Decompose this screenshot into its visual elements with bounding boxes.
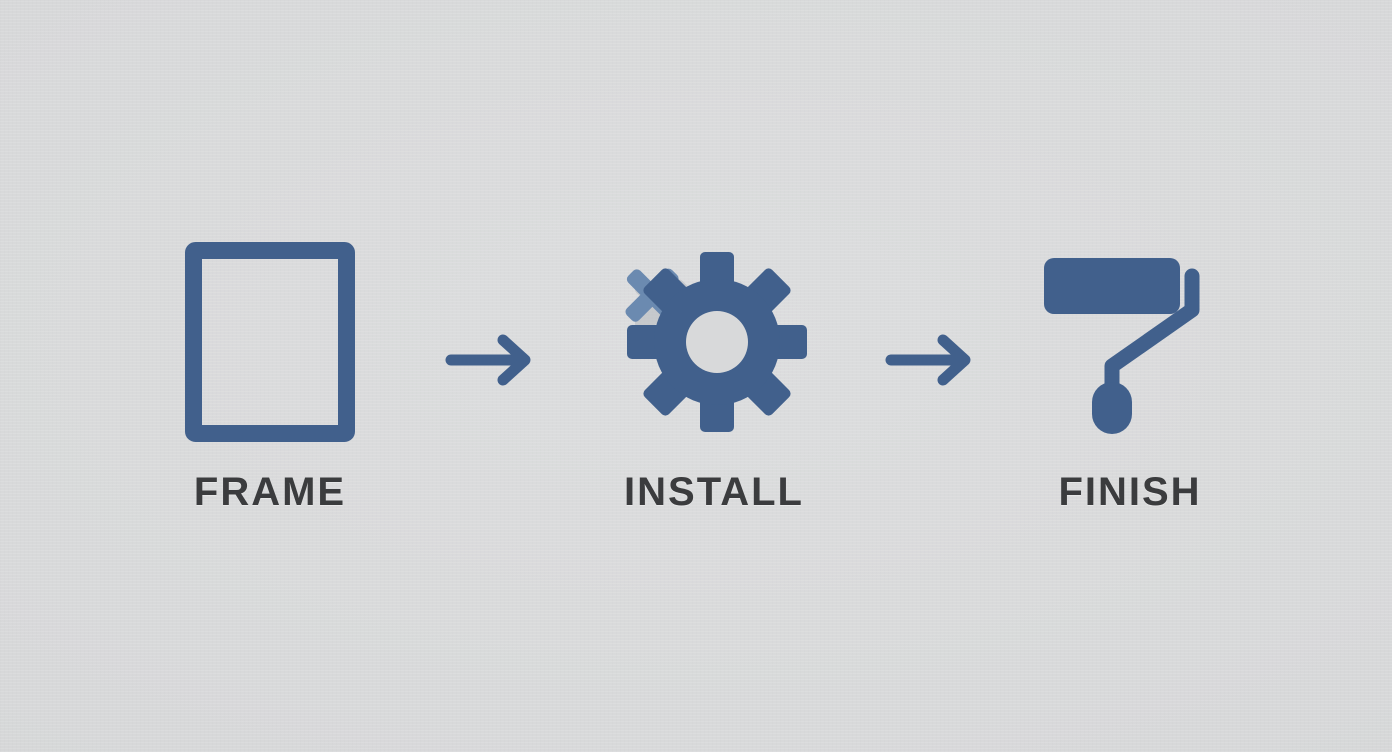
step-install-icon-wrap [584,236,844,448]
roller-handle [1104,268,1200,400]
picture-frame-icon [185,242,355,442]
frame-outline [185,242,355,442]
connector-1 [435,330,555,390]
arrow-right-icon [445,334,531,386]
roller-grip [1092,382,1132,434]
step-finish-label: FINISH [1058,470,1202,514]
gear-body [627,252,807,432]
paint-roller-icon [1044,258,1200,434]
step-install[interactable]: INSTALL [584,236,844,536]
step-finish[interactable]: FINISH [1000,236,1260,536]
step-frame[interactable]: FRAME [140,236,400,536]
gear-hub-hole [686,311,748,373]
step-frame-label: FRAME [193,470,347,514]
gear-with-tools-icon [625,252,807,432]
roller-sleeve [1044,258,1180,314]
arrow-head [497,334,531,386]
arrow-head [937,334,971,386]
arrow-right-icon [885,334,971,386]
connector-2 [875,330,995,390]
step-install-label: INSTALL [624,470,804,514]
step-finish-icon-wrap [1000,236,1260,448]
step-frame-icon-wrap [140,236,400,448]
